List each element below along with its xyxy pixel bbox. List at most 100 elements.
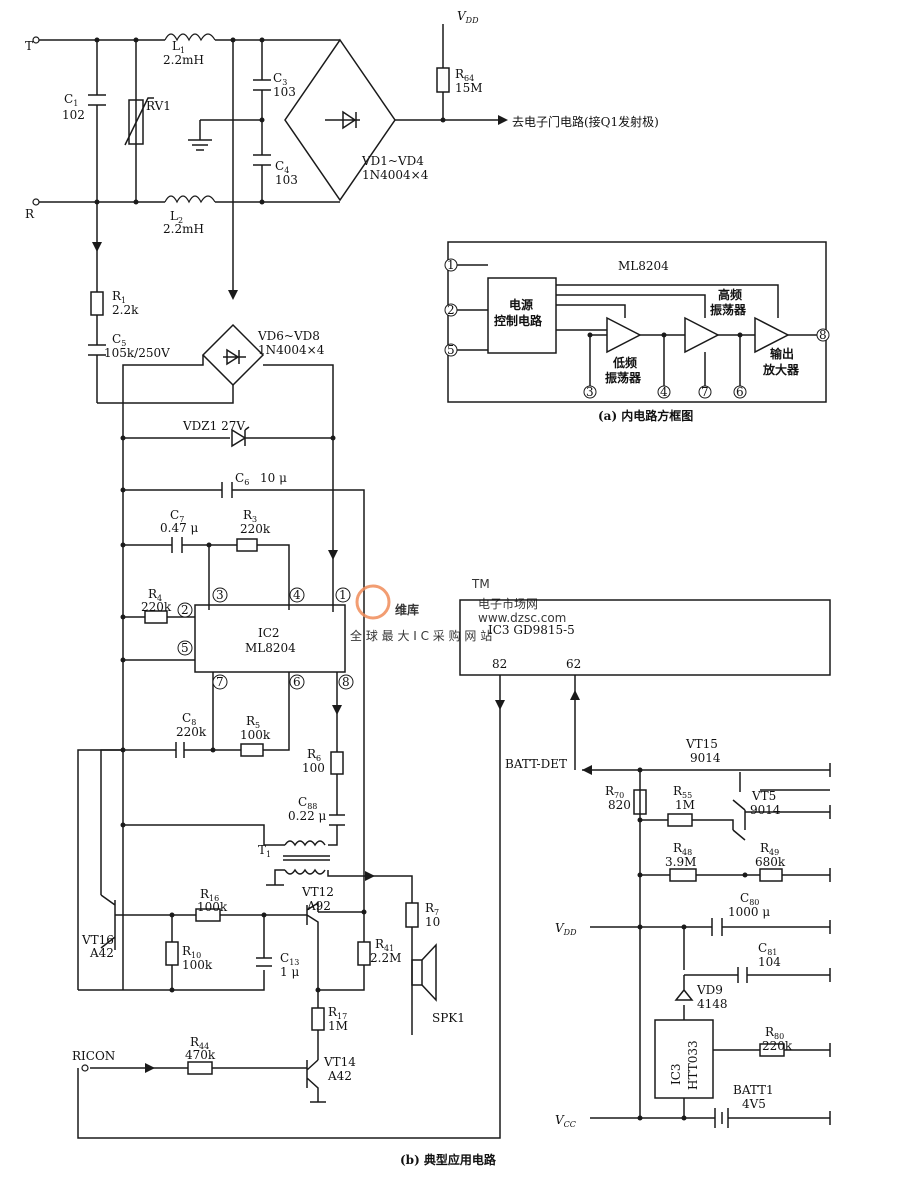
terminal-t: T [25, 39, 33, 53]
terminal-r: R [25, 207, 35, 221]
watermark-tm: TM [471, 577, 490, 591]
r64-value: 15M [455, 81, 483, 95]
c3-value: 103 [273, 85, 296, 99]
batt1-label: BATT1 [733, 1083, 774, 1097]
r1-value: 2.2k [112, 303, 139, 317]
block-pin-4: 4 [660, 385, 668, 399]
power-ctrl-1: 电源 [509, 297, 533, 312]
block-pin-3: 3 [586, 385, 594, 399]
r4-value: 220k [141, 600, 172, 614]
ic3b-value: HTT033 [686, 1040, 700, 1090]
ic2-pin-2: 2 [181, 603, 189, 617]
vt14-label: VT14 [323, 1055, 356, 1069]
r3-value: 220k [240, 522, 271, 536]
c7-value: 0.47 μ [160, 521, 199, 535]
r17-value: 1M [328, 1019, 348, 1033]
ic3b-label: IC3 [669, 1063, 683, 1085]
r6-value: 100 [302, 761, 325, 775]
lf-osc-1: 低频 [612, 355, 637, 370]
r16-value: 100k [197, 900, 228, 914]
ic2-pin-6: 6 [293, 675, 301, 689]
spk1-label: SPK1 [432, 1011, 465, 1025]
t1-label: T1 [258, 843, 271, 859]
r7-label: R7 [425, 901, 439, 917]
r64-label: R64 [455, 67, 474, 83]
r41-label: R41 [375, 937, 394, 953]
l2-value: 2.2mH [163, 222, 204, 236]
r48-value: 3.9M [665, 855, 696, 869]
c3-label: C3 [273, 71, 287, 87]
c80-label: C80 [740, 891, 759, 907]
ic2-pin-4: 4 [293, 588, 301, 602]
r5-value: 100k [240, 728, 271, 742]
r48-label: R48 [673, 841, 692, 857]
r49-label: R49 [760, 841, 779, 857]
c81-value: 104 [758, 955, 781, 969]
r44-label: R44 [190, 1035, 209, 1051]
block-pin-2: 2 [447, 303, 455, 317]
wires [38, 24, 831, 1139]
ic2-pin-8: 8 [342, 675, 350, 689]
power-ctrl-2: 控制电路 [494, 313, 543, 328]
c6-label: C6 [235, 471, 249, 487]
r44-value: 470k [185, 1048, 216, 1062]
vt15-label: VT15 [685, 737, 718, 751]
vt14-value: A42 [327, 1069, 352, 1083]
amp-2: 放大器 [762, 362, 800, 377]
c1-label: C1 [64, 92, 78, 108]
c8-value: 220k [176, 725, 207, 739]
c13-label: C13 [280, 951, 299, 967]
r4-label: R4 [148, 587, 162, 603]
r80-label: R80 [765, 1025, 784, 1041]
ic2-pin-3: 3 [216, 588, 224, 602]
block-pin-5: 5 [447, 343, 455, 357]
watermark-name: 电子市场网 [478, 596, 538, 611]
r49-value: 680k [755, 855, 786, 869]
r55-label: R55 [673, 784, 692, 800]
r70-label: R70 [605, 784, 624, 800]
vt12-label: VT12 [301, 885, 334, 899]
c88-value: 0.22 μ [288, 809, 327, 823]
ic3-pin-82: 82 [492, 657, 507, 671]
r1-label: R1 [112, 289, 126, 305]
block-pin-7: 7 [701, 385, 709, 399]
r10-label: R10 [182, 944, 201, 960]
l1-label: L1 [172, 39, 185, 55]
labels-block: ML8204 电源 控制电路 高频 振荡器 低频 振荡器 输出 放大器 (a) … [494, 259, 800, 423]
r6-label: R6 [307, 747, 321, 763]
amp-1: 输出 [770, 346, 794, 361]
output-label: 去电子门电路(接Q1发射极) [512, 114, 659, 129]
r17-label: R17 [328, 1005, 347, 1021]
block-pin-1: 1 [447, 258, 455, 272]
labels-top: T R L1 2.2mH L2 2.2mH C1 102 RV1 C3 103 … [25, 9, 659, 236]
block-pin-8: 8 [819, 328, 827, 342]
l2-label: L2 [170, 209, 183, 225]
watermark-slogan: 全 球 最 大 I C 采 购 网 站 [350, 628, 492, 643]
c4-label: C4 [275, 159, 289, 175]
r41-value: 2.2M [370, 951, 401, 965]
c7-label: C7 [170, 508, 184, 524]
batt-det-label: BATT-DET [505, 757, 567, 771]
vdd-right: VDD [555, 921, 577, 937]
hf-osc-2: 振荡器 [710, 302, 747, 317]
ricon-label: RICON [72, 1049, 115, 1063]
r55-value: 1M [675, 798, 695, 812]
watermark: 维库 TM 电子市场网 www.dzsc.com 全 球 最 大 I C 采 购… [350, 577, 566, 643]
lf-osc-2: 振荡器 [605, 370, 642, 385]
vt15-value: 9014 [690, 751, 721, 765]
c80-value: 1000 μ [728, 905, 770, 919]
vdd-top: VDD [457, 9, 479, 25]
c13-value: 1 μ [280, 965, 299, 979]
ic2-value: ML8204 [245, 641, 296, 655]
ic2-pin-1: 1 [339, 588, 347, 602]
c1-value: 102 [62, 108, 85, 122]
c5-label: C5 [112, 332, 126, 348]
vd9-value: 4148 [697, 997, 728, 1011]
batt1-value: 4V5 [742, 1097, 766, 1111]
junction-dots [92, 37, 748, 1121]
vt16-label: VT16 [81, 933, 114, 947]
r3-label: R3 [243, 508, 257, 524]
inductors [164, 33, 216, 204]
r7-value: 10 [425, 915, 440, 929]
r5-label: R5 [246, 714, 260, 730]
